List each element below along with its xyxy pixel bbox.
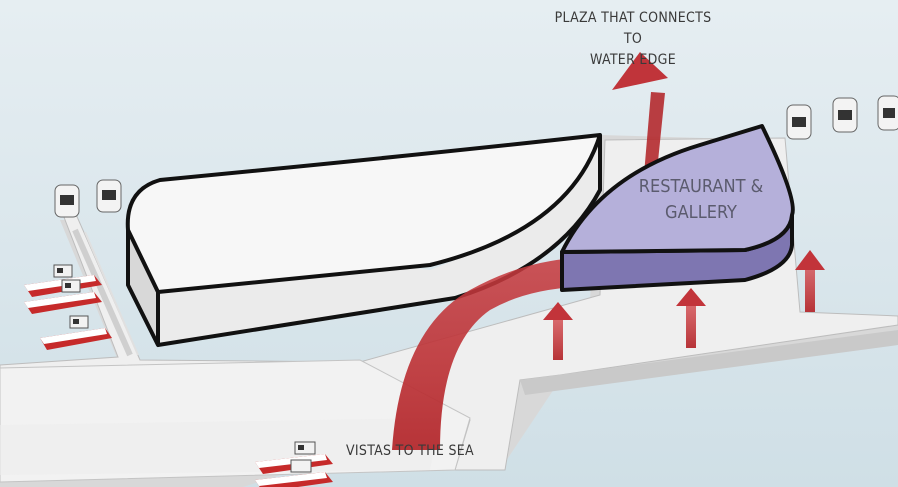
small-arrow-2 (676, 288, 706, 348)
boats-bottom (255, 441, 333, 487)
gallery-label-line1: RESTAURANT & (638, 176, 764, 197)
boats-left (24, 179, 122, 350)
small-arrow-3 (795, 250, 825, 312)
plaza-label-line1: PLAZA THAT CONNECTS TO (554, 10, 712, 47)
small-arrow-1 (543, 302, 573, 360)
white-building (125, 133, 602, 347)
vistas-label: VISTAS TO THE SEA (346, 443, 474, 459)
gallery-label: RESTAURANT & GALLERY (636, 174, 766, 226)
vistas-arrow (392, 258, 575, 450)
gallery-building (560, 124, 795, 292)
plaza-label-line2: WATER EDGE (590, 52, 676, 68)
boats-right (786, 95, 898, 140)
gallery-label-line2: GALLERY (665, 202, 737, 223)
plaza-label: PLAZA THAT CONNECTS TO WATER EDGE (548, 8, 718, 71)
